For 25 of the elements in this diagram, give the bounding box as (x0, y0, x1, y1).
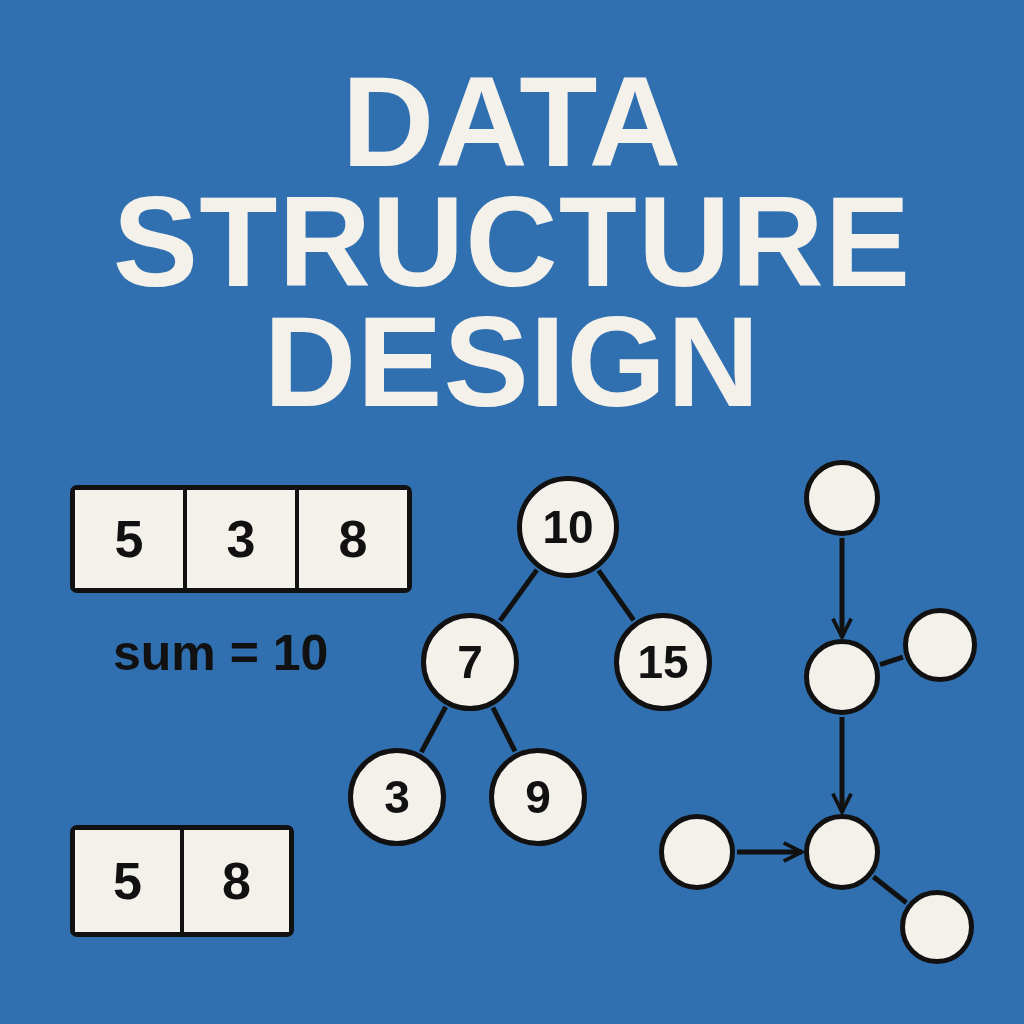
node-value: 10 (542, 500, 594, 554)
node-value: 8 (222, 851, 251, 911)
connector-line (419, 705, 448, 754)
arrow (737, 841, 804, 863)
array-cell (75, 490, 187, 588)
arrow (831, 538, 853, 639)
connector-line (879, 654, 904, 667)
connector-line (871, 874, 908, 905)
node-value: 8 (338, 509, 368, 569)
array-cell (75, 830, 184, 932)
node-value: 3 (226, 509, 256, 569)
connector-line (490, 706, 518, 753)
array-box (70, 485, 412, 593)
sum-label: sum = 10 (113, 624, 329, 682)
node-value: 15 (637, 635, 689, 689)
node-value: 7 (457, 635, 483, 689)
node-value: 5 (113, 851, 142, 911)
arrow (831, 717, 853, 814)
connector-line (497, 568, 539, 623)
node-value: 5 (114, 509, 144, 569)
title: DATA STRUCTURE DESIGN (111, 62, 913, 422)
node-value: 3 (384, 770, 410, 824)
connector-line (596, 568, 636, 622)
array-box (70, 825, 294, 937)
node-value: 9 (525, 770, 551, 824)
